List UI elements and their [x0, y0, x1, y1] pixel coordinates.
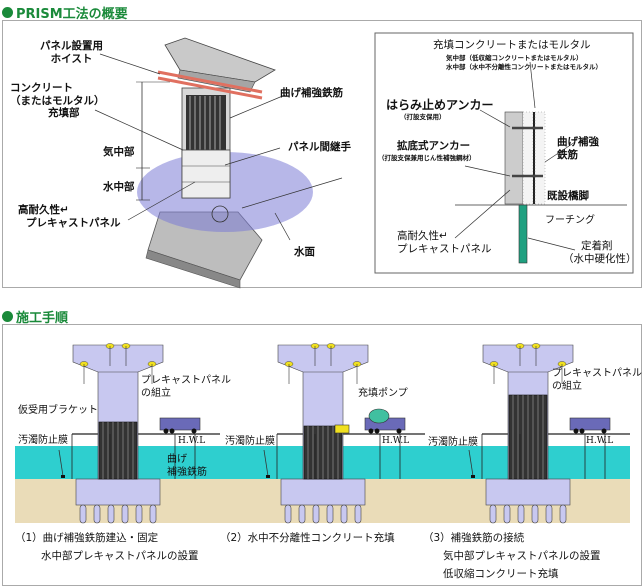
step1-label-precast: プレキャストパネルの組立	[141, 375, 231, 399]
label-footing: フーチング	[545, 215, 595, 226]
step2-label-pump: 充填ポンプ	[358, 388, 408, 399]
pile	[517, 504, 525, 524]
section-heading-procedure: 施工手順	[2, 307, 68, 326]
vehicle-wheel	[169, 428, 175, 434]
section-heading-overview: PRISM工法の概要	[2, 3, 128, 22]
pile	[135, 504, 143, 524]
pile	[107, 504, 115, 524]
vehicle-wheel	[191, 428, 197, 434]
vehicle-body	[569, 417, 611, 431]
label-air-part: 気中部	[103, 146, 135, 158]
label-fixing-agent: 定着剤（水中硬化性）	[563, 240, 637, 265]
pier-cap	[277, 344, 369, 373]
detail-frame	[374, 32, 634, 274]
vehicle-wheel	[579, 428, 585, 434]
pile	[503, 504, 511, 524]
step1-label-hwl: H.W.L	[178, 436, 206, 446]
step1-label-silt-fence: 汚濁防止膜	[18, 435, 68, 446]
label-fill-air: 気中部（低収縮コンクリートまたはモルタル）	[446, 54, 583, 62]
vehicle-wheel	[601, 428, 607, 434]
step3-caption: （3）補強鉄筋の接続気中部プレキャストパネルの設置低収縮コンクリート充填	[423, 532, 601, 580]
footing	[75, 478, 161, 506]
label-detail-rebar: 曲げ補強鉄筋	[557, 136, 599, 161]
step1-label-rebar: 曲げ補強鉄筋	[167, 454, 207, 478]
vehicle-wheel	[573, 428, 579, 434]
hoist-rail	[157, 70, 263, 94]
step3-label-precast: プレキャストパネルの組立	[552, 368, 642, 392]
fixing-agent	[518, 204, 528, 264]
vehicle-body	[159, 417, 201, 431]
label-rebar: 曲げ補強鉄筋	[280, 87, 343, 99]
step2-caption: （2）水中不分離性コンクリート充填	[220, 532, 395, 544]
label-existing-pier: 既設橋脚	[547, 190, 589, 202]
bullet-icon	[2, 311, 13, 322]
label-fill-water: 水中部（水中不分離性コンクリートまたはモルタル）	[446, 63, 602, 71]
heading-text: PRISM工法の概要	[16, 7, 128, 22]
silt-fence-weight	[61, 475, 65, 478]
label-water-surface: 水面	[294, 246, 315, 258]
pile	[79, 504, 87, 524]
silt-fence-line	[263, 449, 269, 477]
bullet-icon	[2, 7, 13, 18]
vehicle-wheel	[374, 428, 380, 434]
label-expand-anchor: 拡底式アンカー	[397, 140, 471, 152]
silt-fence-line	[58, 449, 64, 477]
pier-cap	[164, 37, 276, 83]
rebar-cage	[186, 95, 226, 153]
label-panel-joint: パネル間継手	[288, 141, 351, 153]
vehicle-wheel	[396, 428, 402, 434]
fill-pump	[334, 424, 350, 434]
pile	[284, 504, 292, 524]
label-precast-panel: 高耐久性↵プレキャストパネル	[18, 204, 121, 229]
label-hoist: パネル設置用ホイスト	[40, 40, 103, 65]
step1-label-bracket: 仮受用ブラケット	[18, 405, 98, 416]
label-bulge-anchor: はらみ止めアンカー	[386, 98, 494, 112]
silt-fence-line	[468, 449, 474, 477]
pile	[489, 504, 497, 524]
label-bulge-anchor-note: （打設支保用）	[400, 113, 446, 121]
step3-label-silt-fence: 汚濁防止膜	[428, 437, 478, 448]
label-expand-anchor-note: （打設支保兼用じん性補強鋼材）	[378, 154, 476, 162]
step3-label-hwl: H.W.L	[586, 436, 614, 446]
pile	[93, 504, 101, 524]
label-concrete-fill: コンクリート（またはモルタル）充填部	[10, 82, 105, 120]
pile	[531, 504, 539, 524]
pile	[326, 504, 334, 524]
step2-label-hwl: H.W.L	[382, 436, 410, 446]
label-fill-title: 充填コンクリートまたはモルタル	[433, 39, 591, 51]
pile	[559, 504, 567, 524]
pile	[312, 504, 320, 524]
pile	[545, 504, 553, 524]
pier-cap	[482, 344, 574, 373]
label-water-part: 水中部	[103, 181, 135, 193]
pile	[354, 504, 362, 524]
silt-fence-weight	[266, 475, 270, 478]
vehicle-wheel	[163, 428, 169, 434]
step2-label-silt-fence: 汚濁防止膜	[225, 436, 275, 447]
vehicle-wheel	[368, 428, 374, 434]
footing	[485, 478, 571, 506]
heading-text: 施工手順	[16, 311, 69, 326]
pile	[340, 504, 348, 524]
pile	[298, 504, 306, 524]
pier-cap	[72, 344, 164, 373]
label-detail-precast-panel: 高耐久性↵プレキャストパネル	[397, 230, 492, 255]
pile	[149, 504, 157, 524]
footing	[280, 478, 366, 506]
step1-caption: （1）曲げ補強鉄筋建込・固定水中部プレキャストパネルの設置	[15, 532, 199, 562]
mixer-drum	[368, 408, 390, 424]
silt-fence-weight	[471, 475, 475, 478]
pile	[121, 504, 129, 524]
